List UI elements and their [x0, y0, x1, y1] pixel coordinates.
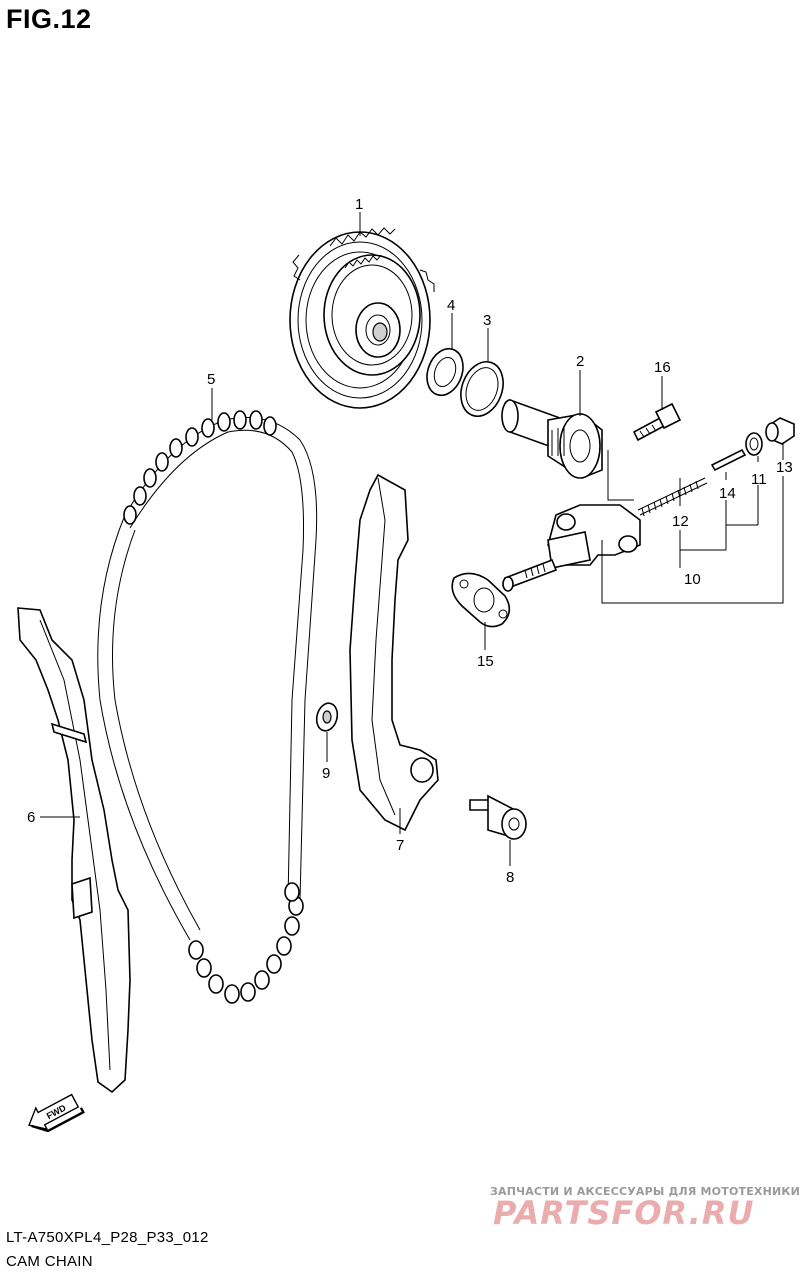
- chain-links-bottom: [188, 882, 304, 1004]
- chain-guide-6: [17, 607, 131, 1094]
- bolt-16: [632, 402, 682, 442]
- tensioner-guide-7: [349, 473, 439, 832]
- tensioner-assembly-10: [502, 504, 641, 592]
- diagram-name: CAM CHAIN: [6, 1253, 93, 1270]
- part-number-3: 3: [483, 312, 491, 329]
- part-number-8: 8: [506, 869, 514, 886]
- part-number-9: 9: [322, 765, 330, 782]
- figure-title: FIG.12: [6, 4, 92, 34]
- spring-12: [637, 477, 708, 517]
- washer-4: [426, 347, 464, 397]
- cam-chain-5: [97, 410, 318, 1004]
- washer-9: [315, 702, 339, 732]
- inner-gear-teeth: [344, 254, 382, 269]
- fwd-arrow-icon: FWD: [28, 1093, 85, 1133]
- part-number-13: 13: [776, 459, 793, 476]
- gasket-15: [451, 572, 511, 628]
- pivot-bolt-8: [469, 794, 527, 840]
- watermark-tagline: ЗАПЧАСТИ И АКСЕССУАРЫ ДЛЯ МОТОТЕХНИКИ: [490, 1185, 800, 1198]
- idler-shaft-2: [501, 398, 603, 479]
- part-number-6: 6: [27, 809, 35, 826]
- part-number-16: 16: [654, 359, 671, 376]
- part-number-7: 7: [396, 837, 404, 854]
- watermark-logo: PARTSFOR.RU: [493, 1194, 755, 1232]
- part-number-12: 12: [672, 513, 689, 530]
- chain-links-top: [123, 410, 277, 525]
- part-number-4: 4: [447, 297, 455, 314]
- cam-sprocket-gear: [289, 227, 435, 409]
- leader-lines: [40, 212, 784, 866]
- part-number-14: 14: [719, 485, 736, 502]
- o-ring-3: [460, 361, 504, 417]
- gasket-11: [745, 432, 763, 456]
- pin-14: [710, 448, 747, 472]
- model-code: LT-A750XPL4_P28_P33_012: [6, 1229, 209, 1246]
- part-number-5: 5: [207, 371, 215, 388]
- part-number-15: 15: [477, 653, 494, 670]
- plug-bolt-13: [765, 417, 795, 445]
- gear-teeth: [292, 227, 435, 292]
- part-number-1: 1: [355, 196, 363, 213]
- part-number-11: 11: [751, 471, 767, 488]
- part-number-2: 2: [576, 353, 584, 370]
- part-number-10: 10: [684, 571, 701, 588]
